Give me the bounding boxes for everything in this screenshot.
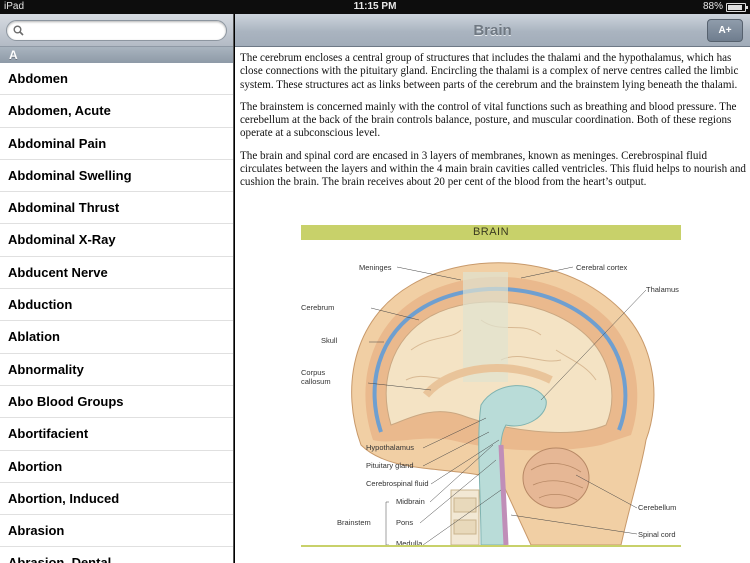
list-item[interactable]: Abo Blood Groups bbox=[0, 386, 233, 419]
status-bar: iPad 11:15 PM 88% bbox=[0, 0, 750, 14]
label-corpus-callosum: Corpus callosum bbox=[301, 368, 331, 386]
brain-diagram bbox=[351, 262, 655, 545]
page-title: Brain bbox=[473, 22, 512, 39]
list-item[interactable]: Abnormality bbox=[0, 354, 233, 386]
list-item[interactable]: Abdominal Swelling bbox=[0, 160, 233, 193]
label-skull: Skull bbox=[321, 336, 338, 345]
label-spinal-cord: Spinal cord bbox=[638, 530, 676, 539]
battery-percent: 88% bbox=[702, 1, 723, 12]
list-item[interactable]: Abortion, Induced bbox=[0, 483, 233, 516]
label-meninges: Meninges bbox=[359, 263, 392, 272]
label-brainstem: Brainstem bbox=[337, 518, 371, 527]
search-icon bbox=[13, 25, 24, 36]
figure-title: BRAIN bbox=[301, 225, 681, 240]
label-cerebellum: Cerebellum bbox=[638, 503, 677, 512]
search-bar bbox=[0, 14, 233, 47]
device-name: iPad bbox=[4, 1, 25, 12]
label-pituitary-gland: Pituitary gland bbox=[366, 461, 414, 470]
section-header-a: A bbox=[0, 47, 233, 63]
battery-indicator: 88% bbox=[702, 0, 748, 14]
label-cerebral-cortex: Cerebral cortex bbox=[576, 263, 628, 272]
label-cerebrum: Cerebrum bbox=[301, 303, 335, 312]
label-medulla: Medulla bbox=[396, 539, 423, 548]
label-hypothalamus: Hypothalamus bbox=[366, 443, 414, 452]
list-item[interactable]: Abdomen, Acute bbox=[0, 95, 233, 128]
figure-rule bbox=[301, 545, 681, 547]
list-item[interactable]: Abdominal Pain bbox=[0, 128, 233, 160]
label-thalamus: Thalamus bbox=[646, 285, 679, 294]
label-pons: Pons bbox=[396, 518, 414, 527]
paragraph: The brainstem is concerned mainly with t… bbox=[240, 100, 737, 140]
list-item[interactable]: Ablation bbox=[0, 321, 233, 354]
increase-font-button[interactable]: A+ bbox=[707, 19, 743, 42]
list-item[interactable]: Abrasion bbox=[0, 515, 233, 548]
search-input[interactable] bbox=[29, 23, 218, 38]
list-item[interactable]: Abortifacient bbox=[0, 418, 233, 451]
list-item[interactable]: Abducent Nerve bbox=[0, 257, 233, 290]
label-cerebrospinal-fluid: Cerebrospinal fluid bbox=[366, 479, 429, 488]
list-item[interactable]: Abdominal Thrust bbox=[0, 192, 233, 225]
label-midbrain: Midbrain bbox=[396, 497, 425, 506]
paragraph: The brain and spinal cord are encased in… bbox=[240, 149, 746, 189]
clock: 11:15 PM bbox=[353, 1, 397, 12]
list-item[interactable]: Abduction bbox=[0, 289, 233, 322]
brain-illustration: BRAIN bbox=[301, 225, 681, 548]
article-body: The cerebrum encloses a central group of… bbox=[235, 47, 750, 190]
navigation-bar: Brain A+ bbox=[235, 14, 750, 47]
list-item[interactable]: Abortion bbox=[0, 451, 233, 483]
article-pane: Brain A+ The cerebrum encloses a central… bbox=[235, 14, 750, 563]
list-item[interactable]: Abdomen bbox=[0, 63, 233, 96]
paragraph: The cerebrum encloses a central group of… bbox=[240, 52, 739, 91]
search-field[interactable] bbox=[6, 20, 227, 41]
battery-icon bbox=[726, 2, 748, 12]
list-item[interactable]: Abdominal X-Ray bbox=[0, 224, 233, 257]
list-item[interactable]: Abrasion, Dental bbox=[0, 547, 233, 563]
